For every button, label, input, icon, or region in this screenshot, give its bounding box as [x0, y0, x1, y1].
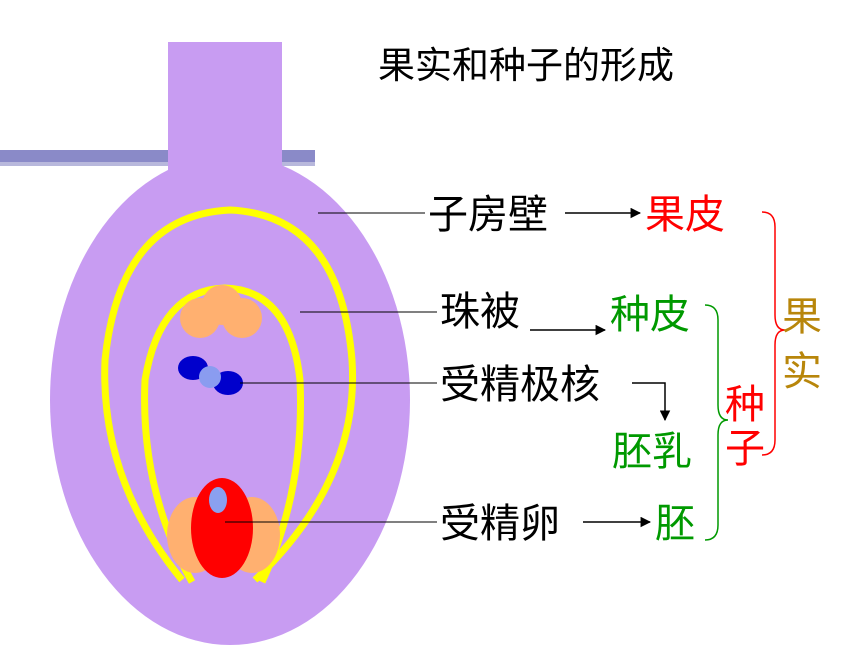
- decorative-band-shadow: [0, 162, 315, 166]
- result-pericarp: 果皮: [645, 192, 725, 238]
- result-embryo: 胚: [655, 501, 695, 547]
- label-integument: 珠被: [440, 289, 520, 335]
- label-fertilized-polar-nuclei: 受精极核: [440, 362, 600, 408]
- result-seed-coat: 种皮: [610, 292, 690, 338]
- group-fruit-char-1: 果: [782, 294, 822, 340]
- group-seed-char-2: 子: [725, 426, 765, 472]
- result-endosperm: 胚乳: [612, 429, 692, 475]
- label-ovary-wall: 子房壁: [428, 192, 548, 238]
- egg-nucleus: [209, 487, 227, 513]
- diagram-title: 果实和种子的形成: [378, 44, 674, 87]
- label-fertilized-egg: 受精卵: [440, 501, 560, 547]
- outer-integument: [101, 206, 357, 583]
- fruit-brace: [761, 211, 786, 456]
- group-seed-char-1: 种: [725, 382, 765, 428]
- polar-nuclei: [178, 356, 243, 395]
- seed-brace: [704, 304, 729, 541]
- antipodal-cells: [180, 285, 262, 338]
- arrow-polar-nuclei-to-endosperm: [632, 382, 671, 422]
- fertilized-egg-cell: [191, 478, 253, 578]
- egg-apparatus: [167, 478, 280, 578]
- group-fruit-char-2: 实: [782, 349, 822, 395]
